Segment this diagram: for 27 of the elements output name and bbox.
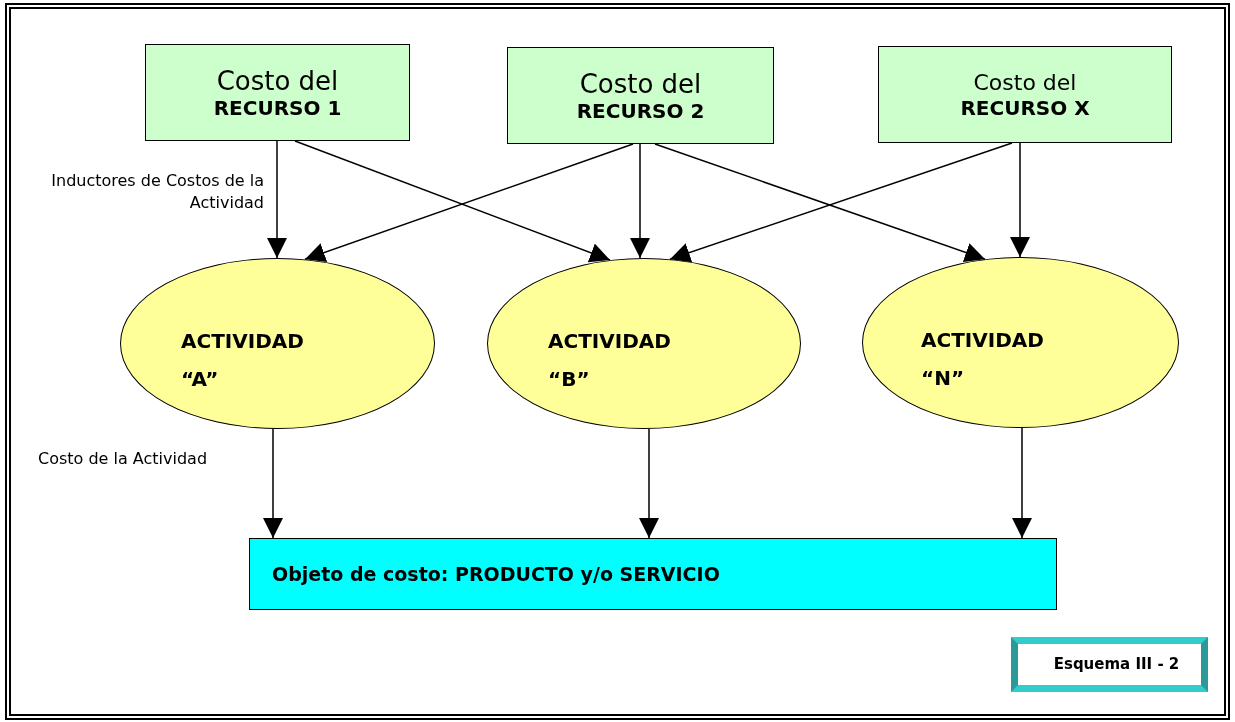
arrow xyxy=(630,143,650,259)
annotation-label: Inductores de Costos de la Actividad xyxy=(50,170,264,214)
diagram-number-box xyxy=(1011,637,1208,692)
arrow xyxy=(639,428,659,539)
box-title: RECURSO 1 xyxy=(213,95,342,120)
box-heading: Costo del xyxy=(216,65,339,96)
activity-letter: “B” xyxy=(548,367,591,391)
activity-title: ACTIVIDAD xyxy=(921,328,1045,352)
resource-box xyxy=(878,46,1172,143)
diagram-number: Esquema III - 2 xyxy=(1052,655,1180,674)
box-title: Objeto de costo: PRODUCTO y/o SERVICIO xyxy=(272,562,721,586)
arrow xyxy=(267,140,287,259)
activity-title: ACTIVIDAD xyxy=(181,329,305,353)
cost-object-box xyxy=(249,538,1057,610)
activity-title: ACTIVIDAD xyxy=(548,329,672,353)
activity-letter: “N” xyxy=(921,366,966,390)
arrow xyxy=(1010,142,1030,258)
resource-box xyxy=(145,44,410,141)
resource-box xyxy=(507,47,774,144)
box-heading: Costo del xyxy=(579,68,702,99)
box-title: RECURSO X xyxy=(960,95,1090,120)
activity-letter: “A” xyxy=(181,367,220,391)
annotation-label: Costo de la Actividad xyxy=(38,448,209,470)
box-heading: Costo del xyxy=(973,69,1077,96)
box-title: RECURSO 2 xyxy=(576,98,705,123)
arrow xyxy=(1012,427,1032,539)
arrow xyxy=(263,428,283,539)
